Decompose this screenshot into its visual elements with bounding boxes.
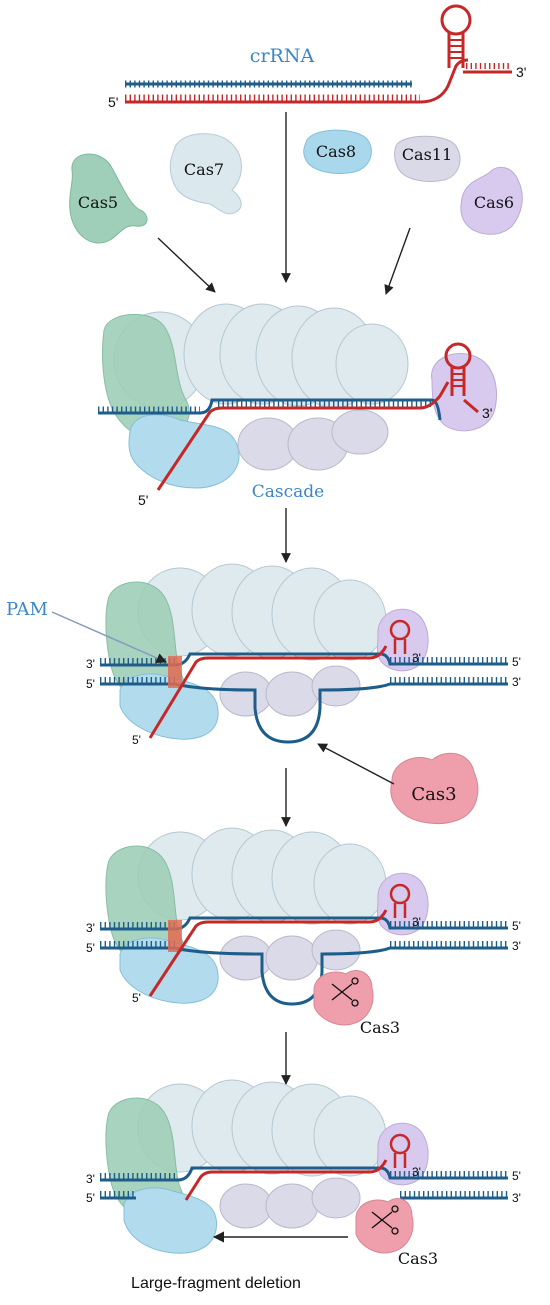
cas7-label: Cas7 xyxy=(184,160,224,179)
deletion-caption: Large-fragment deletion xyxy=(131,1275,301,1292)
svg-text:5': 5' xyxy=(86,1191,95,1205)
svg-text:3': 3' xyxy=(412,651,421,665)
cas3-bound-label: Cas3 xyxy=(360,1018,400,1037)
svg-text:5': 5' xyxy=(512,919,521,933)
cascade-repeat-strand xyxy=(98,398,442,421)
cas3-processing-label: Cas3 xyxy=(398,1249,438,1268)
scissors-icon xyxy=(331,977,359,1007)
cas8-label: Cas8 xyxy=(316,142,356,161)
svg-text:5': 5' xyxy=(132,991,141,1005)
stage-cas3-cleavage: 3' 5' 5' 3' 3' 5' Cas3 xyxy=(86,827,521,1037)
svg-text:5': 5' xyxy=(512,655,521,669)
cas8-blob xyxy=(303,129,372,174)
svg-text:5': 5' xyxy=(132,733,141,747)
svg-text:3': 3' xyxy=(512,1191,521,1205)
cascade-cas11 xyxy=(237,409,389,471)
free-proteins: Cas5 Cas7 Cas8 Cas11 Cas6 xyxy=(69,129,523,244)
svg-text:3': 3' xyxy=(86,921,95,935)
arrow-cas5-to-cascade xyxy=(157,237,216,293)
svg-text:3': 3' xyxy=(412,915,421,929)
cas6-blob xyxy=(460,166,523,235)
cascade-crrna xyxy=(156,381,450,491)
svg-text:5': 5' xyxy=(86,677,95,691)
crrna-hairpin xyxy=(440,4,512,74)
cas11-label: Cas11 xyxy=(402,145,452,164)
crrna-five-prime: 5' xyxy=(108,94,118,110)
cas3-bound-blob xyxy=(313,970,374,1026)
svg-text:3': 3' xyxy=(512,939,521,953)
svg-text:3': 3' xyxy=(512,675,521,689)
scissors-icon xyxy=(371,1205,399,1235)
svg-text:5': 5' xyxy=(86,941,95,955)
cas3-incoming-label: Cas3 xyxy=(411,784,456,805)
arrow-cas11-to-cascade xyxy=(384,227,411,295)
pam-site xyxy=(168,656,182,688)
cas7-blob xyxy=(169,133,242,215)
cas5-label: Cas5 xyxy=(78,193,118,212)
stage-deletion: 3' 5' 5' 3' 3' Cas3 Large-fragment delet… xyxy=(86,1079,521,1292)
pam-pointer xyxy=(51,611,167,664)
arrow-cas3-recruit xyxy=(317,743,395,785)
svg-text:3': 3' xyxy=(412,1165,421,1179)
crrna-label: crRNA xyxy=(250,45,315,67)
svg-text:3': 3' xyxy=(86,1172,95,1186)
cas5-blob xyxy=(69,153,148,244)
cascade-three-prime: 3' xyxy=(482,405,492,421)
svg-text:5': 5' xyxy=(512,1169,521,1183)
crrna-free: crRNA 5' 3' xyxy=(108,4,526,110)
displaced-strand xyxy=(174,682,508,744)
cascade-complex: 3' 5' Cascade xyxy=(98,303,497,508)
cascade-hairpin xyxy=(444,342,479,414)
crrna-three-prime: 3' xyxy=(516,64,526,80)
cas11-blob xyxy=(394,135,461,182)
cas6-label: Cas6 xyxy=(474,193,514,212)
stage-pam-recognition: PAM 3' 5' 5' 3' 3' 5' Cas3 xyxy=(6,563,521,824)
assembly-arrows xyxy=(157,112,411,295)
cascade-label: Cascade xyxy=(252,482,324,502)
svg-text:3': 3' xyxy=(86,657,95,671)
cas3-incoming-blob xyxy=(390,752,479,824)
cas3-processing-blob xyxy=(355,1198,414,1254)
pam-label: PAM xyxy=(6,599,48,620)
cascade-five-prime: 5' xyxy=(138,492,148,508)
